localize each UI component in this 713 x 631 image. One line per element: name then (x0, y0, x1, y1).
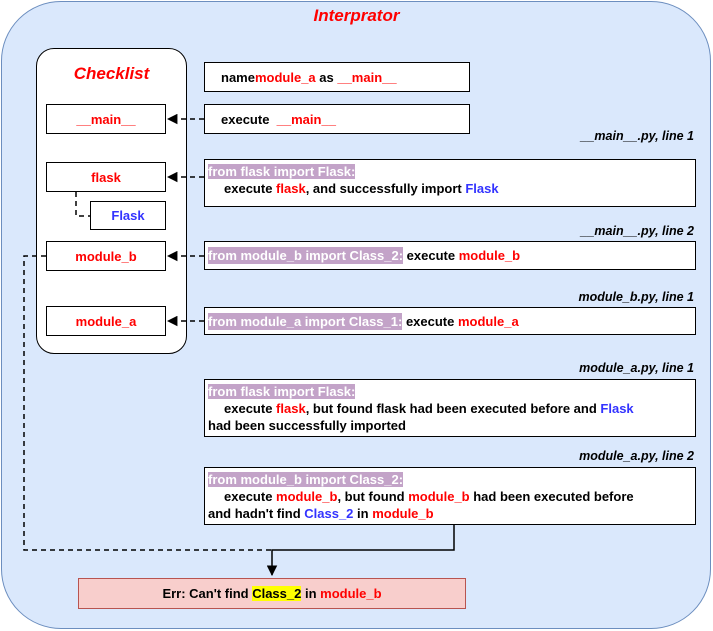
step-main-line-2: from module_b import Class_2: execute mo… (204, 241, 696, 270)
caption-module-a-line-1: module_a.py, line 1 (579, 361, 694, 375)
checklist-title: Checklist (73, 64, 150, 83)
checklist-item-module-a: module_a (46, 306, 166, 336)
code-statement: from flask import Flask: (208, 384, 356, 399)
checklist-subitem-flask-class: Flask (90, 201, 166, 230)
code-statement: from module_a import Class_1: (208, 312, 403, 330)
step-module-a-line-1: from flask import Flask: execute flask, … (204, 379, 696, 437)
checklist-item-module-b: module_b (46, 241, 166, 271)
checklist-item-main: __main__ (46, 104, 166, 134)
code-statement: from flask import Flask: (208, 164, 356, 179)
checklist-item-flask: flask (46, 162, 166, 192)
error-class-highlight: Class_2 (252, 586, 302, 601)
code-statement: from module_b import Class_2: (208, 472, 404, 487)
step-module-b-line-1: from module_a import Class_1: execute mo… (204, 307, 696, 335)
caption-module-b-line-1: module_b.py, line 1 (578, 290, 694, 304)
dashed-path-module-b-to-error (23, 255, 272, 551)
step-main-line-1: from flask import Flask: execute flask, … (204, 159, 696, 207)
caption-module-a-line-2: module_a.py, line 2 (579, 449, 694, 463)
caption-main-line-1: __main__.py, line 1 (580, 129, 694, 143)
flask-child-link (75, 192, 90, 217)
step-execute-main: execute __main__ (204, 104, 470, 134)
error-box: Err: Can't find Class_2 in module_b (78, 578, 466, 609)
diagram-title: Interprator (313, 6, 400, 25)
caption-main-line-2: __main__.py, line 2 (580, 224, 694, 238)
code-statement: from module_b import Class_2: (208, 247, 404, 264)
step-module-a-line-2: from module_b import Class_2: execute mo… (204, 467, 696, 525)
step-name-module: name module_a as __main__ (204, 62, 470, 92)
arrow-to-error (266, 525, 455, 577)
